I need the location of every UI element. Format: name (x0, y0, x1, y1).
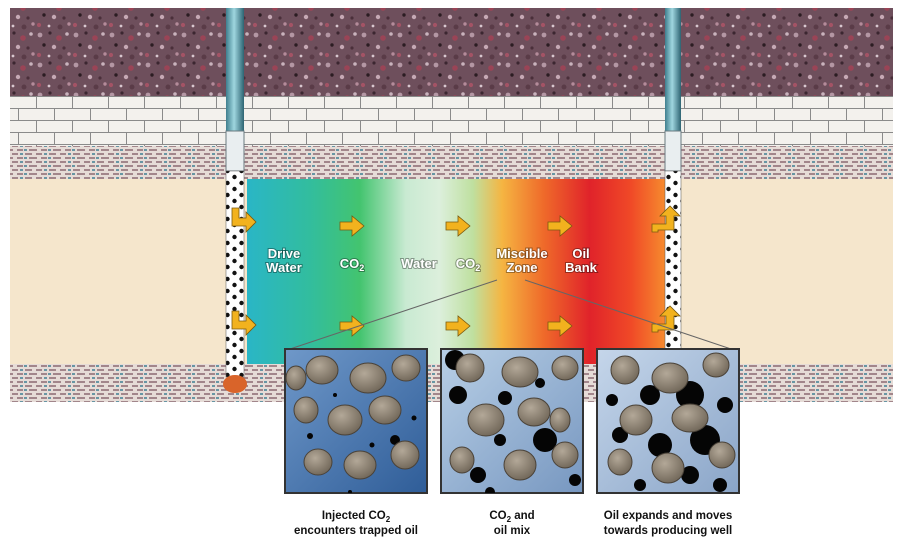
rock-grain (671, 403, 709, 433)
limestone-layer (10, 96, 893, 146)
production-well-perforations (664, 170, 682, 362)
arrow-icon (445, 215, 471, 237)
rock-grain (619, 404, 653, 436)
caption-expands-line2: towards producing well (604, 525, 732, 537)
arrow-icon (547, 315, 573, 337)
oil-droplet (348, 490, 352, 493)
arrow-icon (339, 315, 365, 337)
oil-droplet (713, 478, 727, 492)
rock-grain (467, 403, 505, 437)
inset-connectors (283, 279, 738, 352)
oil-droplet (333, 393, 337, 397)
rock-grain (702, 352, 730, 378)
flood-front-gradient (247, 179, 665, 364)
arrow-icon (231, 207, 257, 233)
oil-droplet (606, 394, 618, 406)
oil-droplet (449, 386, 467, 404)
caption-mix-line1: CO2 and (489, 510, 534, 524)
rock-grain (607, 448, 633, 476)
arrow-icon (547, 215, 573, 237)
zone-label-co2-1: CO2 (340, 256, 365, 273)
oil-droplet (717, 397, 733, 413)
rock-grain (549, 407, 571, 433)
rock-grain (551, 441, 579, 469)
arrow-icon (445, 315, 471, 337)
oil-droplet (535, 378, 545, 388)
shale-layer-upper (10, 146, 893, 179)
arrow-icon (231, 310, 257, 336)
rock-grain (293, 396, 319, 424)
injection-well-casing (225, 130, 245, 172)
oil-droplet (612, 427, 628, 443)
rock-grain (551, 355, 579, 381)
oil-droplet (411, 415, 417, 421)
caption-expands-line1: Oil expands and moves (604, 510, 732, 522)
caption-injected-line1: Injected CO2 (322, 510, 391, 524)
rock-grain (517, 397, 551, 427)
inset-injected (284, 348, 428, 494)
rock-grain (708, 441, 736, 469)
rock-grain (449, 446, 475, 474)
arrow-icon (651, 205, 681, 233)
zone-label-water: Water (401, 256, 437, 271)
oil-droplet (681, 466, 699, 484)
injection-well-perforations (225, 170, 245, 378)
pore-scale-insets (284, 348, 740, 494)
rock-grain (349, 362, 387, 394)
rock-grain (303, 448, 333, 476)
zone-label-co2-2: CO2 (456, 256, 481, 273)
caption-mix-line2: oil mix (494, 525, 531, 537)
rock-grain (503, 449, 537, 481)
rock-grain (610, 355, 640, 385)
rock-grain (305, 355, 339, 385)
oil-droplet (634, 479, 646, 491)
injection-well-pipe (226, 8, 244, 131)
rock-grain (390, 440, 420, 470)
production-well-casing (664, 130, 682, 172)
oil-droplet (485, 487, 495, 493)
oil-droplet (494, 434, 506, 446)
rock-grain (327, 404, 363, 436)
rock-grain (391, 354, 421, 382)
rock-grain (501, 356, 539, 388)
caption-injected-line2: encounters trapped oil (294, 525, 418, 537)
oil-droplet (470, 467, 486, 483)
rock-grain (368, 395, 402, 425)
flow-arrows (231, 205, 681, 337)
oil-droplet (648, 433, 672, 457)
rock-grain (651, 452, 685, 484)
oil-droplet (569, 474, 581, 486)
rock-grain (651, 362, 689, 394)
production-well-pipe (665, 8, 681, 131)
oil-droplet (640, 385, 660, 405)
oil-droplet (533, 428, 557, 452)
oil-droplet (307, 433, 313, 439)
caprock-layer (10, 8, 893, 96)
arrow-icon (339, 215, 365, 237)
injection-well-bottom-icon (223, 375, 247, 393)
inset-mix (440, 348, 584, 494)
rock-grain (455, 353, 485, 383)
inset-expands (596, 348, 740, 494)
arrow-icon (651, 305, 681, 333)
rock-grain (285, 365, 307, 391)
oil-droplet (498, 391, 512, 405)
rock-grain (343, 450, 377, 480)
oil-droplet (390, 435, 400, 445)
oil-droplet (369, 442, 375, 448)
